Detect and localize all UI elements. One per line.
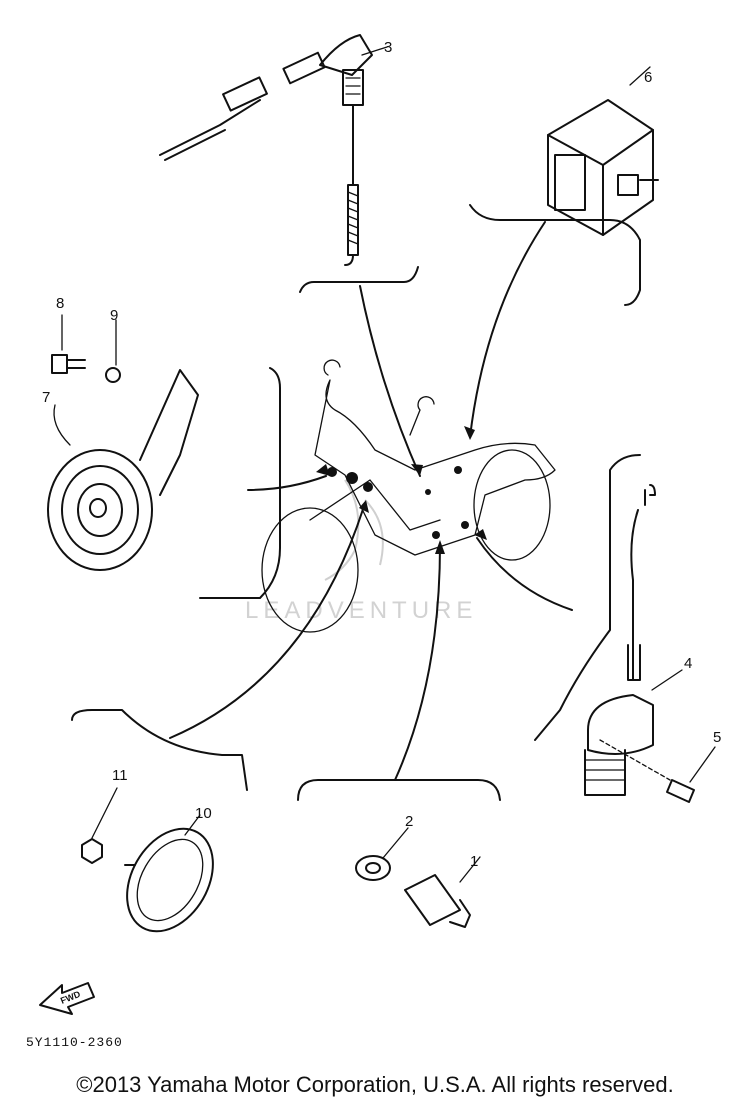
part-2-washer [355,827,409,881]
diagram-part-code: 5Y1110-2360 [26,1035,123,1050]
callout-1: 1 [470,853,478,870]
watermark: LEADVENTURE [245,479,477,624]
callout-7: 7 [42,389,50,406]
bracket-top-right [464,204,641,440]
callout-4: 4 [684,655,692,672]
copyright-notice: ©2013 Yamaha Motor Corporation, U.S.A. A… [76,1072,674,1097]
callout-3: 3 [384,39,392,56]
part-11-nut [81,787,118,864]
callout-8: 8 [56,295,64,312]
callout-10: 10 [195,805,212,822]
bracket-right [474,454,641,741]
callout-9: 9 [110,307,118,324]
part-10-reflector [124,814,214,933]
callout-6: 6 [644,69,652,86]
callout-5: 5 [713,729,721,746]
callout-11: 11 [112,767,128,784]
bracket-top [299,266,423,477]
bracket-bottom-center [297,540,501,801]
bracket-bottom-left [71,500,369,791]
part-5-bolt [599,739,716,803]
watermark-text: LEADVENTURE [245,597,477,624]
callout-2: 2 [405,813,413,830]
part-4-sensor [584,484,683,796]
part-8-bolt [51,314,86,374]
part-3-switch-cable [159,34,388,266]
bracket-left [199,367,330,599]
part-6-relay [547,66,659,236]
motorcycle-outline [261,359,556,633]
part-9-nut [105,319,121,383]
part-1-switch [404,856,481,928]
forward-arrow-icon: FWD [39,982,95,1015]
part-7-horn [47,369,199,571]
